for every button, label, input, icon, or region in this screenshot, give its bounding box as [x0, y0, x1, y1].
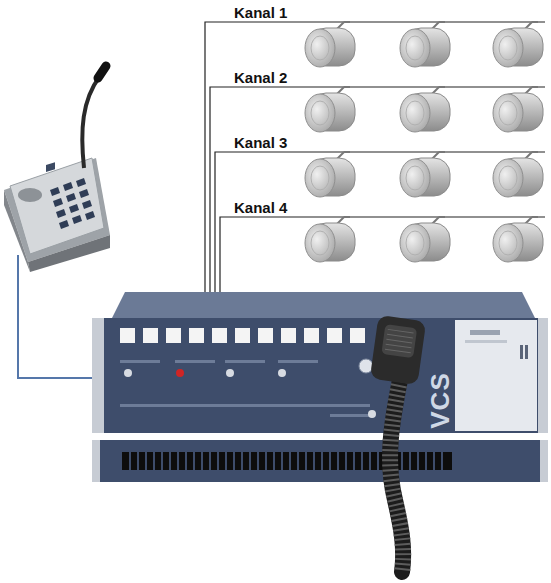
channel-wires [205, 22, 545, 294]
device-name: VCS [425, 372, 456, 428]
channel-label: Kanal 1 [232, 4, 289, 21]
channel-label: Kanal 3 [232, 134, 289, 151]
channel-label: Kanal 2 [232, 69, 289, 86]
handheld-microphone [370, 315, 426, 572]
rack-unit [92, 292, 548, 482]
rack-device: VCS [95, 318, 545, 483]
speakers [305, 22, 543, 262]
channel-label: Kanal 4 [232, 199, 289, 216]
